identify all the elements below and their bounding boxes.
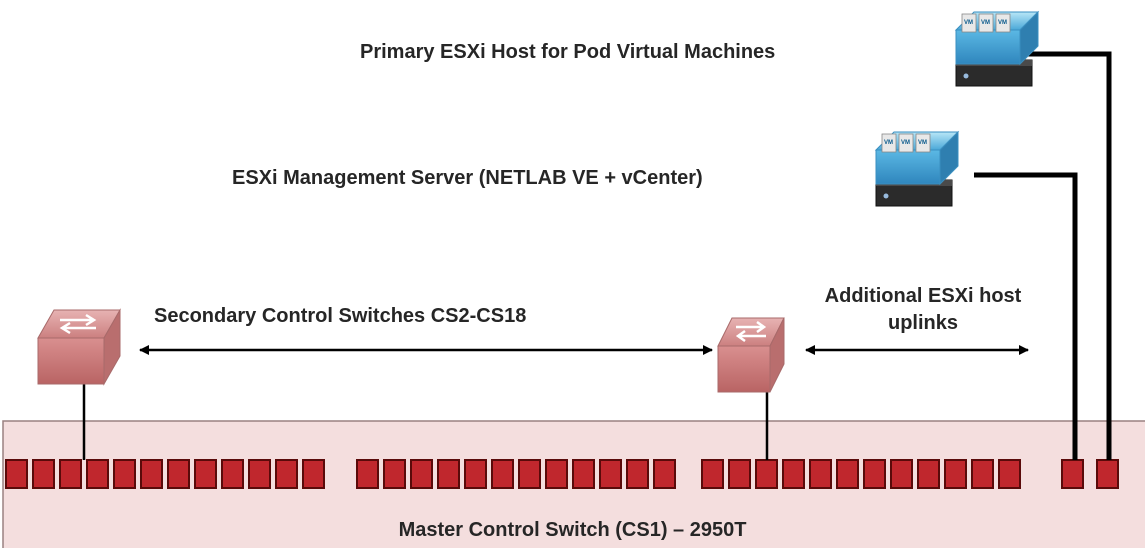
server-icon-management: VM VM VM <box>874 130 960 207</box>
port <box>890 459 913 489</box>
port <box>194 459 217 489</box>
port-group-1 <box>5 459 325 489</box>
port <box>410 459 433 489</box>
port <box>491 459 514 489</box>
server-icon-primary: VM VM VM <box>954 10 1040 87</box>
secondary-switches-label: Secondary Control Switches CS2-CS18 <box>154 305 527 327</box>
primary-host-label: Primary ESXi Host for Pod Virtual Machin… <box>360 41 776 63</box>
port <box>998 459 1021 489</box>
vm-badge: VM <box>884 140 893 146</box>
vm-badge: VM <box>918 140 927 146</box>
port <box>248 459 271 489</box>
port <box>518 459 541 489</box>
management-server-label: ESXi Management Server (NETLAB VE + vCen… <box>232 167 703 189</box>
port <box>5 459 28 489</box>
port <box>437 459 460 489</box>
port <box>653 459 676 489</box>
port <box>1061 459 1084 489</box>
port <box>782 459 805 489</box>
port <box>356 459 379 489</box>
management-server-uplink <box>974 172 1078 460</box>
port <box>701 459 724 489</box>
port <box>167 459 190 489</box>
port <box>809 459 832 489</box>
master-switch-label: Master Control Switch (CS1) – 2950T <box>398 519 747 541</box>
port <box>917 459 940 489</box>
port <box>32 459 55 489</box>
primary-host-uplink <box>1022 51 1112 460</box>
port <box>728 459 751 489</box>
additional-uplinks-label: Additional ESXi host uplinks <box>824 285 1022 334</box>
vm-badge: VM <box>998 20 1007 26</box>
port-group-4 <box>1061 459 1119 489</box>
vm-badge: VM <box>964 20 973 26</box>
port <box>836 459 859 489</box>
switch-icon-left <box>37 308 121 386</box>
port <box>464 459 487 489</box>
switch-drops <box>82 380 769 460</box>
port <box>302 459 325 489</box>
connection-lines <box>974 51 1112 460</box>
port <box>944 459 967 489</box>
switch-icon-right <box>717 317 785 393</box>
port <box>383 459 406 489</box>
port <box>113 459 136 489</box>
port <box>863 459 886 489</box>
port <box>971 459 994 489</box>
port-group-2 <box>356 459 676 489</box>
port <box>140 459 163 489</box>
port <box>59 459 82 489</box>
port <box>755 459 778 489</box>
port <box>86 459 109 489</box>
vm-badge: VM <box>981 20 990 26</box>
port <box>1096 459 1119 489</box>
port-group-3 <box>701 459 1021 489</box>
port <box>545 459 568 489</box>
vm-badge: VM <box>901 140 910 146</box>
port <box>275 459 298 489</box>
port <box>221 459 244 489</box>
port <box>626 459 649 489</box>
port <box>599 459 622 489</box>
port <box>572 459 595 489</box>
